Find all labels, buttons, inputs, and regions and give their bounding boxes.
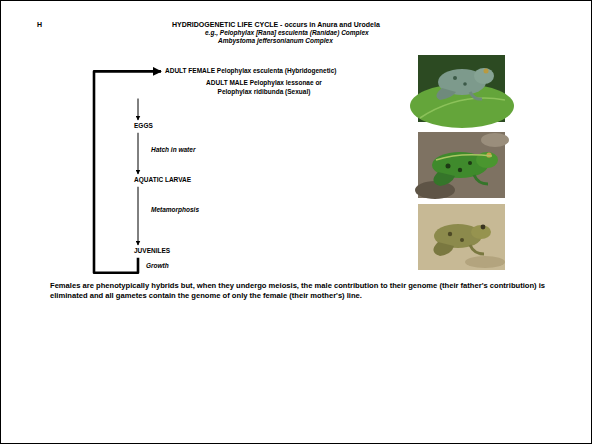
frog-leg: [470, 92, 482, 99]
stage-text: ADULT FEMALE Pelophylax esculenta (Hybri…: [165, 67, 336, 76]
diagram-title: HYDRIDOGENETIC LIFE CYCLE - occurs in An…: [172, 21, 380, 29]
frog-photo: [410, 55, 514, 128]
frog-eye: [481, 225, 486, 230]
stage-node: ADULT MALE Pelophylax lessonae or Peloph…: [198, 78, 330, 98]
frog-spot: [446, 164, 451, 169]
frog-spot: [463, 82, 467, 86]
stage-text: ADULT MALE Pelophylax lessonae or Peloph…: [200, 79, 328, 97]
frog-spot: [468, 161, 472, 165]
caption-text: Females are phenotypically hybrids but, …: [50, 281, 550, 301]
frog-leg: [474, 175, 488, 184]
frog-spot: [448, 232, 452, 236]
frog-leg: [436, 88, 456, 100]
example-note: Ambystoma jeffersonianum Complex: [218, 37, 333, 45]
frog-photo: [418, 204, 505, 270]
edge-label: Hatch in water: [150, 146, 196, 154]
stage-node: EGGS: [132, 121, 155, 132]
cycle-bracket-arrow: [94, 71, 161, 272]
edge-label: Metamorphosis: [150, 206, 200, 214]
leaf-vein: [420, 98, 505, 118]
stage-node: JUVENILES: [132, 246, 172, 257]
frog-head: [474, 68, 494, 84]
frog-eye: [484, 69, 489, 74]
stage-node: AQUATIC LARVAE: [132, 175, 193, 186]
frog-head: [471, 225, 491, 239]
frog-stripe: [436, 155, 492, 160]
stage-text: JUVENILES: [134, 247, 170, 256]
stage-arrow: [138, 187, 139, 245]
frog-leg: [433, 242, 454, 256]
frog-spot: [460, 238, 464, 242]
stage-node: ADULT FEMALE Pelophylax esculenta (Hybri…: [163, 66, 338, 77]
stage-text: AQUATIC LARVAE: [134, 176, 191, 185]
example-note: e.g., Pelophylax [Rana] esculenta (Ranid…: [205, 29, 369, 37]
frog-spot: [453, 76, 457, 80]
stage-text: EGGS: [134, 122, 153, 131]
sand-patch: [465, 256, 505, 268]
stage-arrow: [138, 133, 139, 174]
rock-shadow: [415, 181, 455, 199]
rock-patch: [481, 133, 509, 147]
slide-letter: H: [37, 21, 42, 29]
stage-arrow: [138, 99, 139, 120]
frog-leg: [470, 245, 484, 254]
photo-ground: [418, 204, 505, 270]
frog-photo: [415, 132, 509, 199]
frog-leg: [433, 172, 455, 186]
edge-label: Growth: [145, 262, 170, 270]
frog-spot: [458, 168, 462, 172]
